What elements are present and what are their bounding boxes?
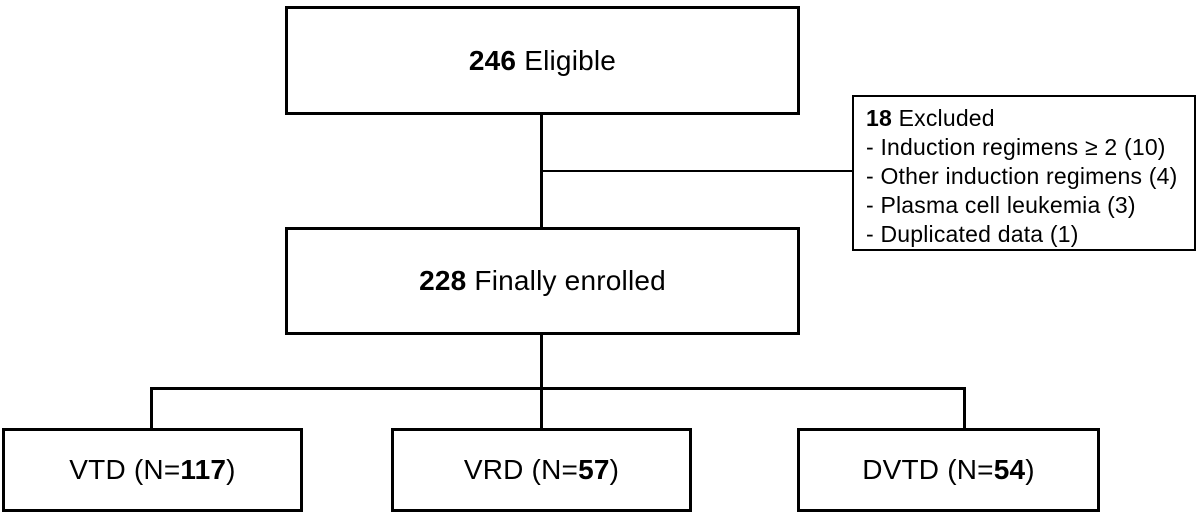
- flow-node-arm-vtd: VTD (N=117): [2, 428, 303, 512]
- arm-vrd-n: 57: [578, 454, 610, 485]
- arm-vtd-text: VTD (N=117): [69, 454, 235, 486]
- connector-enrolled-to-branch: [540, 335, 543, 389]
- excluded-reason: - Duplicated data (1): [866, 221, 1079, 247]
- connector-branch-horizontal: [150, 387, 966, 390]
- excluded-count: 18: [866, 105, 892, 131]
- excluded-label: Excluded: [898, 105, 995, 131]
- eligible-count: 246: [468, 44, 517, 76]
- flow-node-arm-vrd: VRD (N=57): [391, 428, 692, 512]
- eligible-text: 246 Eligible: [469, 45, 616, 77]
- flow-node-enrolled: 228 Finally enrolled: [285, 227, 800, 335]
- arm-vtd-suffix: ): [226, 454, 236, 485]
- flow-node-arm-dvtd: DVTD (N=54): [797, 428, 1100, 512]
- arm-vtd-prefix: VTD (N=: [69, 454, 181, 485]
- arm-dvtd-n: 54: [993, 454, 1026, 485]
- connector-drop-vrd: [540, 388, 543, 428]
- connector-to-excluded: [542, 170, 852, 172]
- flow-node-eligible: 246 Eligible: [285, 6, 800, 115]
- arm-vtd-n: 117: [180, 454, 227, 485]
- flow-node-excluded: 18 Excluded - Induction regimens ≥ 2 (10…: [852, 95, 1196, 251]
- arm-vrd-prefix: VRD (N=: [463, 454, 579, 485]
- excluded-reason: - Other induction regimens (4): [866, 163, 1178, 189]
- connector-drop-vtd: [150, 388, 153, 428]
- enrolled-text: 228 Finally enrolled: [419, 265, 666, 297]
- enrolled-count: 228: [419, 265, 467, 296]
- excluded-reason: - Plasma cell leukemia (3): [866, 192, 1136, 218]
- excluded-header: 18 Excluded: [866, 104, 1190, 133]
- eligible-label: Eligible: [524, 44, 617, 76]
- arm-dvtd-suffix: ): [1025, 454, 1035, 485]
- arm-vrd-suffix: ): [609, 454, 620, 485]
- excluded-reason: - Induction regimens ≥ 2 (10): [866, 134, 1166, 160]
- connector-eligible-to-enrolled: [540, 115, 543, 227]
- arm-vrd-text: VRD (N=57): [464, 454, 619, 486]
- arm-dvtd-text: DVTD (N=54): [862, 454, 1035, 486]
- arm-dvtd-prefix: DVTD (N=: [862, 454, 994, 485]
- enrolled-label: Finally enrolled: [474, 265, 666, 296]
- connector-drop-dvtd: [963, 388, 966, 428]
